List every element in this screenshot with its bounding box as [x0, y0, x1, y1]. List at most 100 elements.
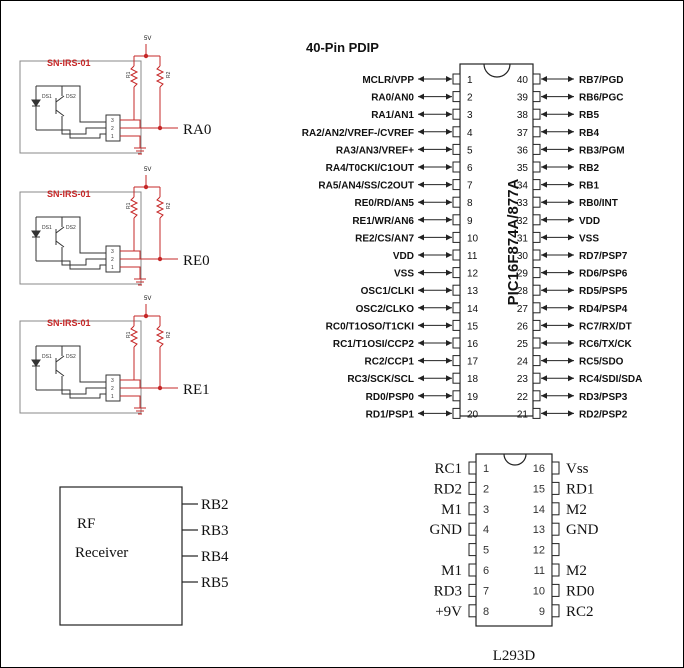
resistor-wires [133, 218, 161, 259]
l293d-pin-label: M1 [441, 502, 462, 518]
connector-pin-number: 1 [111, 394, 114, 400]
pin-pad [532, 249, 541, 261]
pin-number: 35 [517, 163, 529, 174]
connector-pin-number: 1 [111, 134, 114, 140]
l293d-pin-label: GND [566, 522, 599, 538]
connector-pin-number: 2 [111, 386, 114, 392]
pin-label: OSC2/CLKO [356, 304, 415, 315]
ground-icon [134, 407, 146, 415]
l293d-pin-number: 9 [539, 606, 545, 618]
pin-pad [532, 355, 541, 367]
pin-pad [452, 249, 461, 261]
pin-pad [532, 372, 541, 384]
l293d-pin-label: Vss [566, 461, 589, 477]
pin-number: 9 [467, 216, 473, 227]
pin-pad [532, 231, 541, 243]
l293d-pin-label: +9V [435, 604, 462, 620]
l293d-pin-number: 1 [483, 463, 489, 475]
l293d-pin-pad [468, 481, 477, 495]
diode-label: DS1 [42, 225, 52, 231]
l293d-pin-pad [468, 583, 477, 597]
pin-label: MCLR/VPP [362, 75, 414, 86]
pin-number: 6 [467, 163, 473, 174]
pin-label: RA4/T0CKI/C1OUT [326, 163, 414, 174]
pin-pad [452, 126, 461, 138]
pin-pad [532, 319, 541, 331]
pin-pad [452, 143, 461, 155]
l293d-pin-number: 3 [483, 504, 489, 516]
pin-number: 22 [517, 392, 529, 403]
pin-label: RB5 [579, 110, 599, 121]
supply-label: 5V [144, 296, 151, 302]
pin-pad [452, 108, 461, 120]
l293d-part-label: L293D [493, 648, 536, 664]
supply-wires [133, 304, 161, 326]
l293d-pin-pad [551, 461, 560, 475]
pin-pad [452, 337, 461, 349]
l293d-pin-label: RD1 [566, 481, 594, 497]
sensor-traces [36, 345, 106, 399]
pin-number: 23 [517, 374, 529, 385]
pin-number: 33 [517, 198, 529, 209]
pin-label: RC1/T1OSI/CCP2 [333, 339, 415, 350]
pin-pad [452, 214, 461, 226]
l293d-chip: L293D [475, 453, 553, 664]
connector-pin-number: 3 [111, 249, 114, 255]
pin-label: RB3/PGM [579, 145, 625, 156]
pin-label: RD5/PSP5 [579, 286, 628, 297]
connector-pin-number: 3 [111, 378, 114, 384]
pin-label: RD2/PSP2 [579, 409, 628, 420]
pin-number: 24 [517, 357, 529, 368]
pin-pad [532, 267, 541, 279]
rf-pin-label: RB5 [201, 575, 229, 591]
l293d-pin-label: RC2 [566, 604, 594, 620]
sensor-module-label: SN-IRS-01 [47, 58, 91, 68]
pin-label: RB6/PGC [579, 93, 623, 104]
pin-number: 21 [517, 409, 529, 420]
pin-pad [532, 143, 541, 155]
sensor-traces [36, 85, 106, 139]
l293d-pin-pad [551, 522, 560, 536]
pic-body [459, 63, 534, 417]
output-node [157, 385, 163, 391]
pin-label: VDD [393, 251, 414, 262]
phototransistor-icon [55, 86, 65, 117]
phototransistor-icon [55, 217, 65, 248]
pin-pad [452, 407, 461, 419]
pin-number: 39 [517, 93, 529, 104]
resistor-icon [129, 196, 139, 219]
diode-label: DS2 [66, 354, 76, 360]
rf-receiver: RF Receiver [59, 486, 183, 626]
diode-label: DS1 [42, 94, 52, 100]
pin-pad [532, 73, 541, 85]
pin-label: RD7/PSP7 [579, 251, 628, 262]
l293d-pin-number: 6 [483, 565, 489, 577]
l293d-pin-label: M2 [566, 563, 587, 579]
sensor-module-label: SN-IRS-01 [47, 318, 91, 328]
l293d-pin-pad [468, 522, 477, 536]
resistor-icon [155, 196, 165, 219]
pin-pad [532, 91, 541, 103]
pin-pad [532, 196, 541, 208]
l293d-body [475, 453, 553, 627]
pin-pad [452, 319, 461, 331]
l293d-pin-number: 15 [533, 483, 545, 495]
pin-number: 15 [467, 321, 479, 332]
l293d-pin-label: RD0 [566, 583, 594, 599]
pin-pad [532, 161, 541, 173]
pin-label: RE1/WR/AN6 [352, 216, 414, 227]
pin-number: 26 [517, 321, 529, 332]
